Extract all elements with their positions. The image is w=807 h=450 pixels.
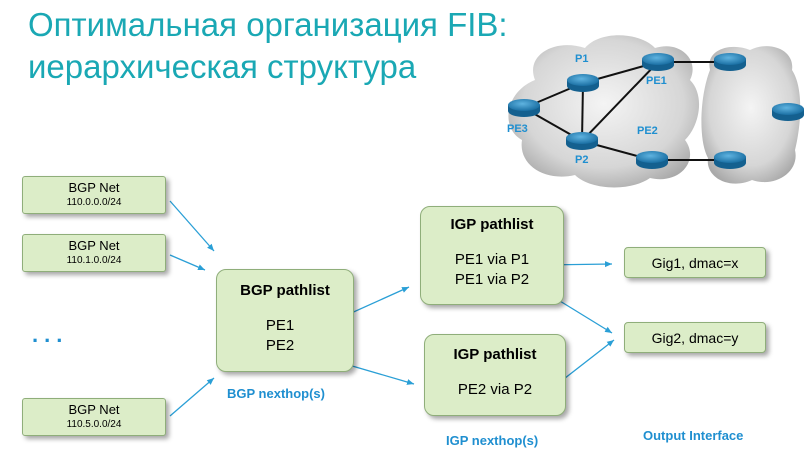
bgp-pathlist-box: BGP pathlist PE1 PE2 <box>216 269 354 372</box>
router-label-pe1: PE1 <box>646 75 667 87</box>
network-cloud-left <box>508 35 700 188</box>
router-icon-p2 <box>566 132 598 150</box>
router-icon-pe2 <box>636 151 668 169</box>
bgp-net-box: BGP Net 110.1.0.0/24 <box>22 234 166 272</box>
router-icon-remote-mid <box>772 103 804 121</box>
bgp-net-label: BGP Net <box>68 238 120 253</box>
page-title: Оптимальная организация FIB: <box>28 6 508 43</box>
page-subtitle: иерархическая структура <box>28 48 417 85</box>
bgp-net-box: BGP Net 110.5.0.0/24 <box>22 398 166 436</box>
arrow-net1-to-bgp <box>169 200 215 252</box>
igp-pathlist-entry: PE1 via P2 <box>454 271 530 288</box>
router-icon-pe3 <box>508 99 540 117</box>
output-interface-label: Output Interface <box>643 428 744 443</box>
router-label-p2: P2 <box>575 154 588 166</box>
igp-pathlist-title: IGP pathlist <box>453 346 537 363</box>
igp-pathlist-title: IGP pathlist <box>450 216 534 233</box>
igp-pathlist-box: IGP pathlist PE2 via P2 <box>424 334 566 416</box>
bgp-net-box: BGP Net 110.0.0.0/24 <box>22 176 166 214</box>
router-icon-pe1 <box>642 53 674 71</box>
bgp-pathlist-entry: PE2 <box>265 337 295 354</box>
igp-pathlist-entry: PE2 via P2 <box>457 381 533 398</box>
igp-pathlist-entry: PE1 via P1 <box>454 251 530 268</box>
bgp-net-prefix: 110.0.0.0/24 <box>66 197 122 208</box>
arrow-net2-to-bgp <box>169 254 206 271</box>
output-interface-box: Gig2, dmac=y <box>624 322 766 353</box>
bgp-net-prefix: 110.5.0.0/24 <box>66 419 122 430</box>
router-label-p1: P1 <box>575 53 588 65</box>
igp-nexthops-label: IGP nexthop(s) <box>446 433 539 448</box>
output-interface-box: Gig1, dmac=x <box>624 247 766 278</box>
network-cloud-right <box>701 46 801 184</box>
bgp-net-prefix: 110.1.0.0/24 <box>66 255 122 266</box>
bgp-net-label: BGP Net <box>68 402 120 417</box>
router-icon-remote-bottom <box>714 151 746 169</box>
bgp-net-label: BGP Net <box>68 180 120 195</box>
igp-pathlist-box: IGP pathlist PE1 via P1 PE1 via P2 <box>420 206 564 305</box>
bgp-pathlist-title: BGP pathlist <box>240 282 330 299</box>
router-label-pe2: PE2 <box>637 125 658 137</box>
bgp-nexthops-label: BGP nexthop(s) <box>227 386 325 401</box>
arrow-net3-to-bgp <box>169 377 215 417</box>
router-icon-p1 <box>567 74 599 92</box>
bgp-pathlist-entry: PE1 <box>265 317 295 334</box>
router-label-pe3: PE3 <box>507 123 528 135</box>
ellipsis: ... <box>32 322 69 347</box>
router-icon-remote-top <box>714 53 746 71</box>
